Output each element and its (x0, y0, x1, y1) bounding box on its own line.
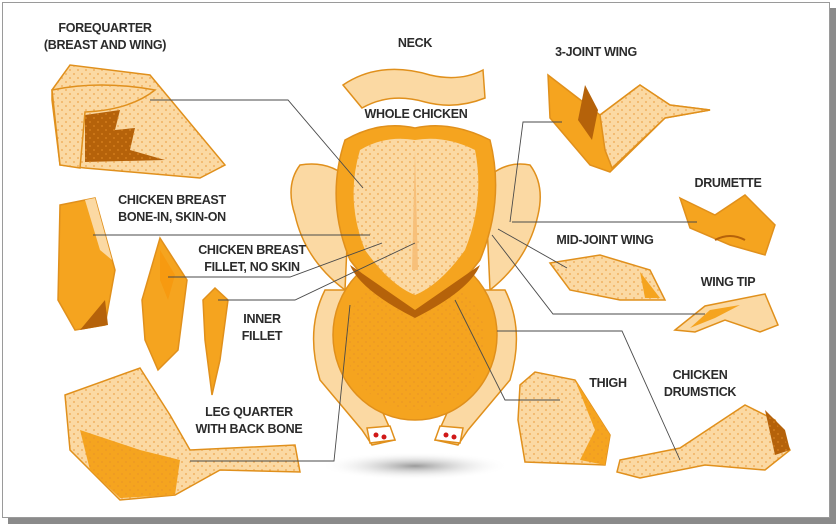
label-line: NECK (397, 36, 433, 50)
label-breast-fillet: CHICKEN BREAST FILLET, NO SKIN (198, 242, 306, 276)
label-thigh: THIGH (589, 375, 627, 392)
leg-quarter-piece (64, 367, 301, 501)
label-line: FILLET, NO SKIN (204, 260, 300, 274)
label-mid-joint-wing: MID-JOINT WING (556, 232, 653, 249)
label-line: WHOLE CHICKEN (364, 107, 468, 121)
right-wing (484, 163, 541, 292)
label-line: CHICKEN BREAST (198, 243, 306, 257)
chicken-shadow (320, 452, 510, 480)
left-foot-cut (366, 425, 397, 444)
leader-line-wing-tip (491, 234, 705, 315)
label-line: MID-JOINT WING (556, 233, 654, 247)
label-line: 3-JOINT WING (555, 45, 637, 59)
leader-line-forequarter (150, 99, 364, 189)
label-line: BONE-IN, SKIN-ON (118, 210, 226, 224)
label-line: DRUMSTICK (663, 385, 737, 399)
label-line: CHICKEN (672, 368, 728, 382)
label-forequarter: FOREQUARTER (BREAST AND WING) (43, 20, 167, 54)
label-line: LEG QUARTER (205, 405, 293, 419)
label-line: THIGH (589, 376, 627, 390)
label-line: WING TIP (700, 275, 756, 289)
label-wing-tip: WING TIP (701, 274, 756, 291)
label-breast-bone-in: CHICKEN BREAST BONE-IN, SKIN-ON (118, 192, 226, 226)
label-whole-chicken: WHOLE CHICKEN (364, 106, 467, 123)
leader-line-inner-fillet (218, 242, 416, 301)
mid-joint-wing-piece (548, 254, 667, 301)
label-3-joint-wing: 3-JOINT WING (555, 44, 637, 61)
neck-piece (341, 68, 486, 109)
label-line: CHICKEN BREAST (118, 193, 226, 207)
label-line: FILLET (241, 329, 283, 343)
leader-line-breast-fillet (168, 242, 383, 278)
label-line: (BREAST AND WING) (43, 38, 167, 52)
drumstick-piece (616, 404, 791, 479)
forequarter-piece (51, 64, 227, 179)
breast-fillet-piece (141, 236, 188, 372)
left-wing (290, 163, 351, 292)
leader-line-drumstick (497, 330, 681, 461)
three-joint-wing-piece (547, 73, 711, 173)
leader-line-leg-quarter (190, 304, 351, 462)
label-line: DRUMETTE (694, 176, 762, 190)
label-leg-quarter: LEG QUARTER WITH BACK BONE (196, 404, 303, 438)
leader-line-mid-joint-wing (497, 228, 568, 269)
drumette-piece (678, 194, 776, 256)
label-drumette: DRUMETTE (694, 175, 761, 192)
label-line: INNER (243, 312, 281, 326)
breast-bone-in-piece (57, 197, 116, 331)
label-neck: NECK (397, 35, 433, 52)
label-line: FOREQUARTER (58, 21, 152, 35)
whole-chicken (290, 125, 541, 446)
wing-tip-piece (673, 293, 779, 333)
thigh-piece (517, 371, 611, 466)
inner-fillet-piece (202, 286, 229, 396)
label-line: WITH BACK BONE (195, 422, 303, 436)
leader-line-3-joint-wing (509, 121, 562, 223)
right-foot-cut (433, 425, 464, 444)
label-drumstick: CHICKEN DRUMSTICK (663, 367, 737, 401)
label-inner-fillet: INNER FILLET (242, 311, 283, 345)
leader-line-thigh (454, 299, 560, 401)
